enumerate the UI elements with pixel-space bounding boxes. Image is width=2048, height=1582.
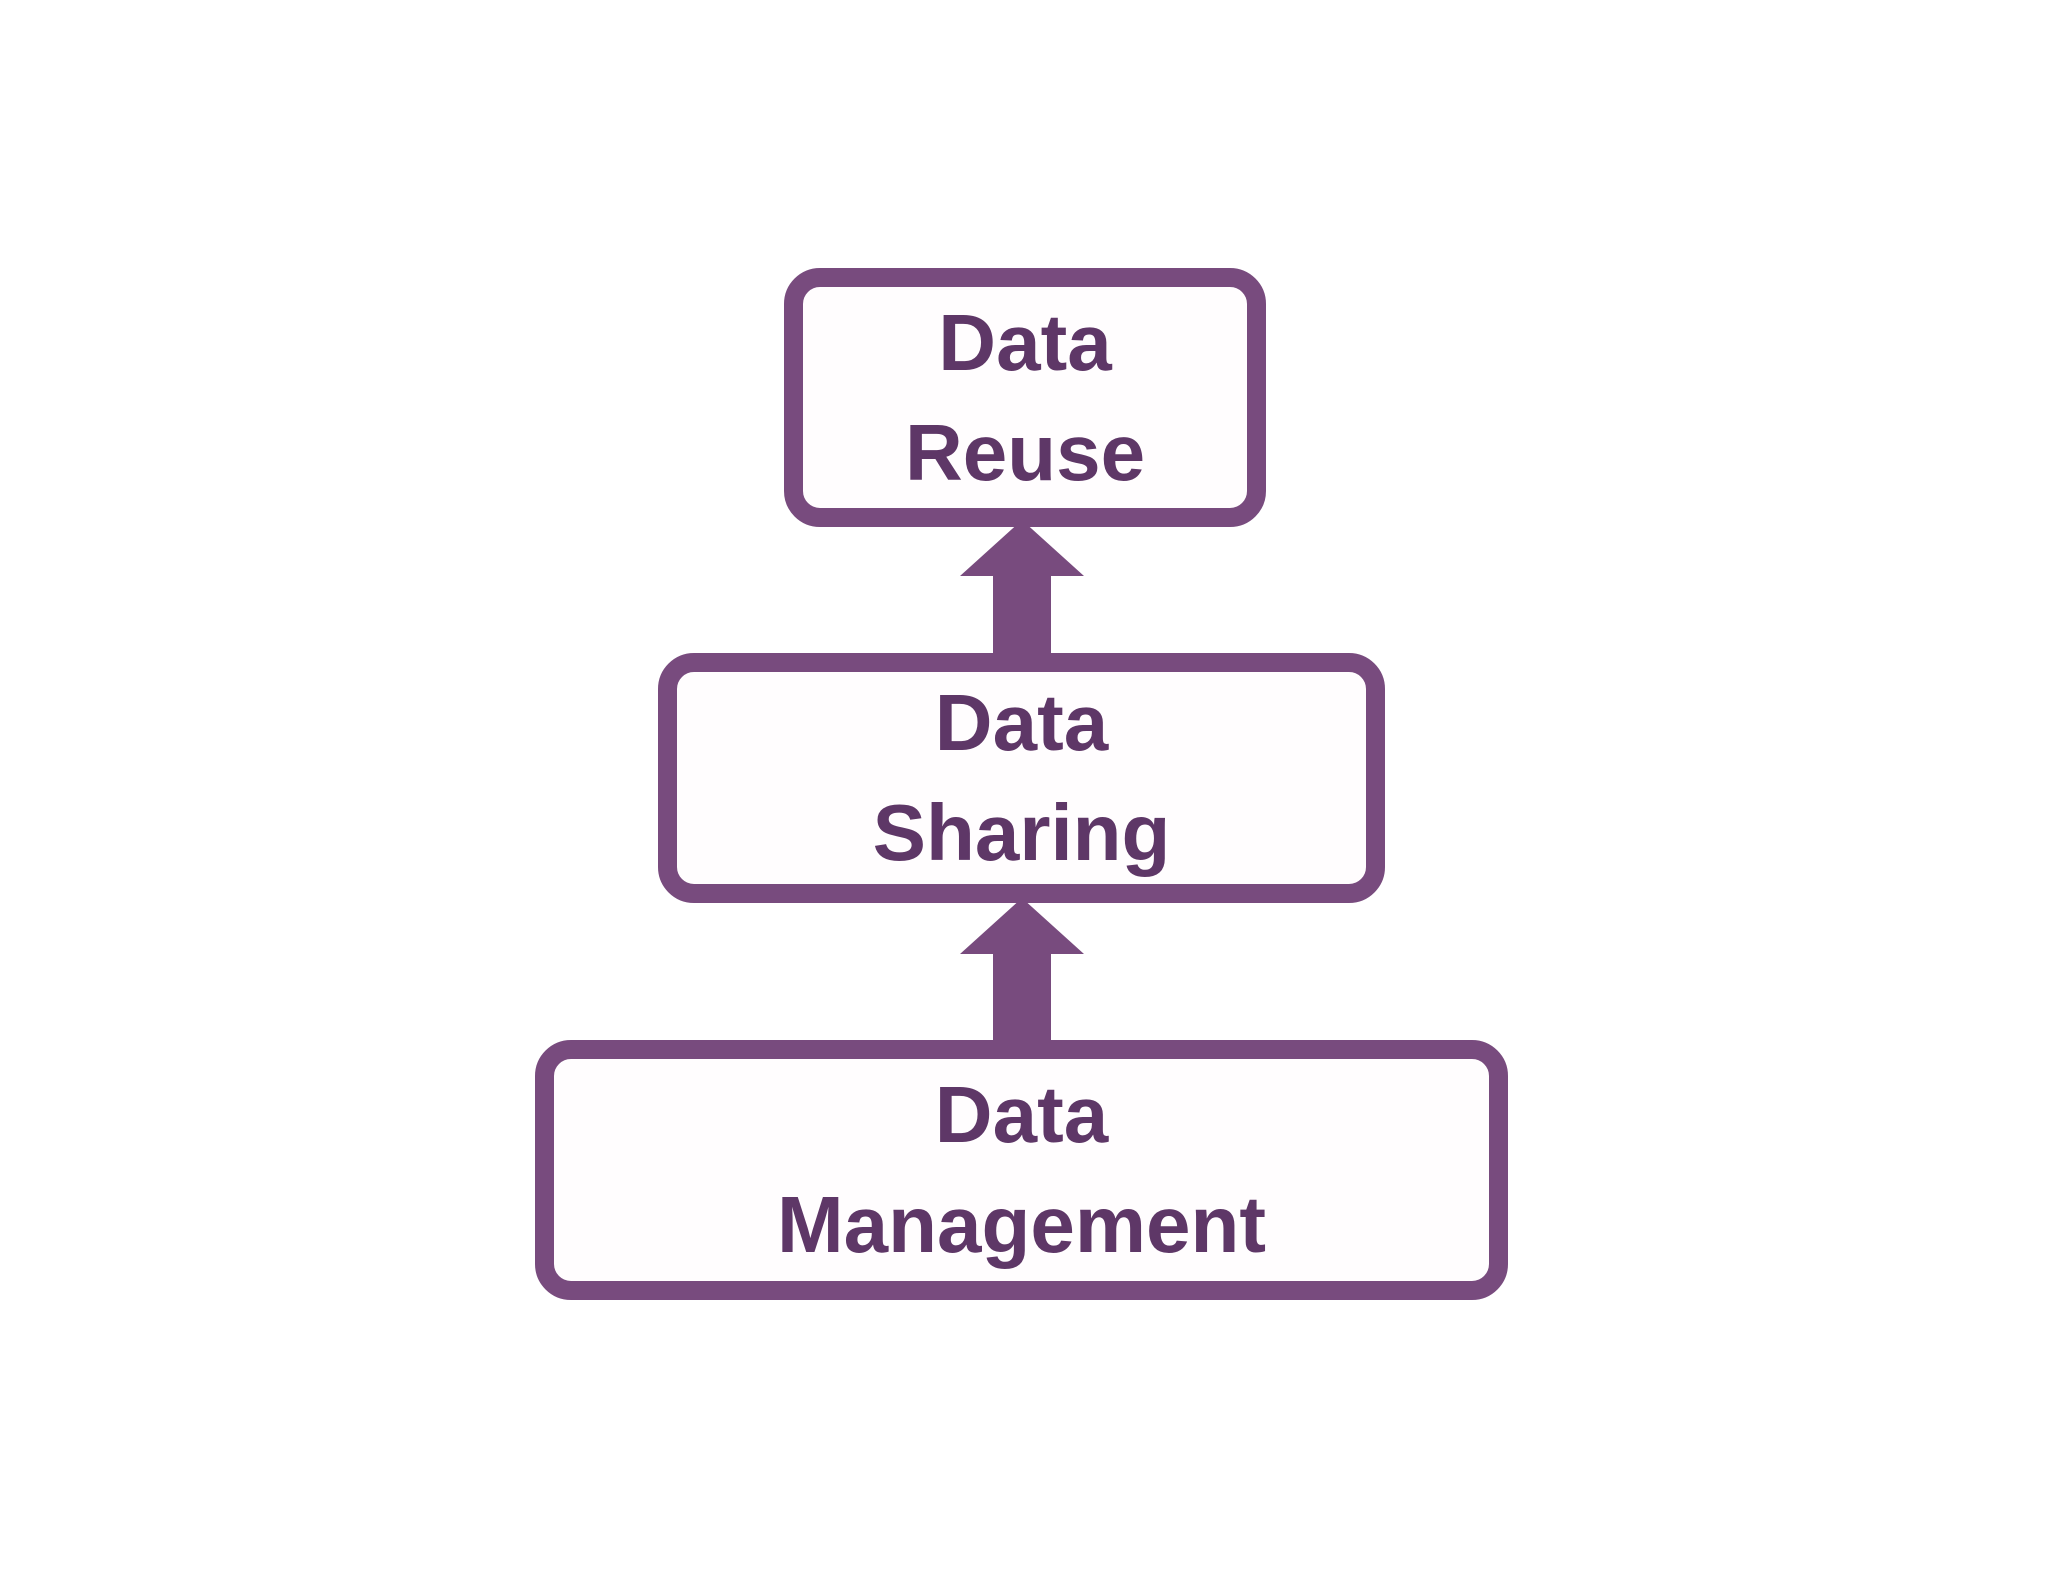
box-label-line: Data	[938, 297, 1112, 387]
box-label-line: Data	[934, 678, 1109, 767]
box-label-line: Sharing	[872, 788, 1171, 877]
box-data-sharing: Data Sharing	[658, 653, 1385, 903]
box-data-reuse: Data Reuse	[784, 268, 1266, 527]
box-data-management: Data Management	[535, 1040, 1508, 1300]
up-arrow-icon	[960, 898, 1084, 1048]
box-label-line: Management	[777, 1180, 1266, 1269]
up-arrow-icon	[960, 520, 1084, 662]
box-label-line: Reuse	[904, 407, 1146, 497]
box-label-line: Data	[934, 1070, 1109, 1159]
